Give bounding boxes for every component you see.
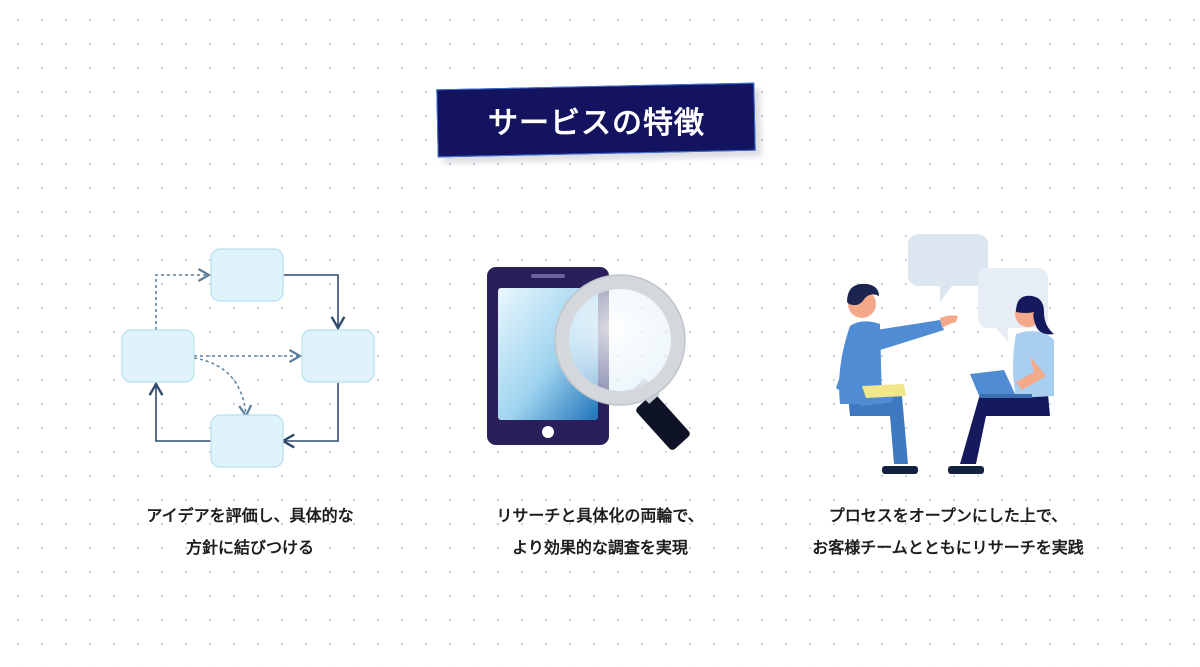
feature-caption-1: アイデアを評価し、具体的な 方針に結びつける [50,500,450,564]
caption-line-1: リサーチと具体化の両輪で、 [496,506,704,525]
feature-caption-2: リサーチと具体化の両輪で、 より効果的な調査を実現 [400,500,800,564]
feature-caption-3: プロセスをオープンにした上で、 お客様チームとともにリサーチを実践 [748,500,1148,564]
collaboration-icon [836,234,1054,474]
process-flow-icon [121,248,375,468]
caption-line-2: 方針に結びつける [185,538,314,557]
title-box: サービスの特徴 [436,82,756,158]
speech-bubble-icon [908,234,988,302]
tablet-magnifier-icon [487,267,690,450]
caption-line-2: お客様チームとともにリサーチを実践 [812,538,1084,557]
caption-line-1: アイデアを評価し、具体的な [146,506,354,525]
caption-line-2: より効果的な調査を実現 [512,538,688,557]
section-title-banner: サービスの特徴 [436,82,762,164]
caption-line-1: プロセスをオープンにした上で、 [828,506,1068,525]
section-title: サービスの特徴 [487,106,705,141]
